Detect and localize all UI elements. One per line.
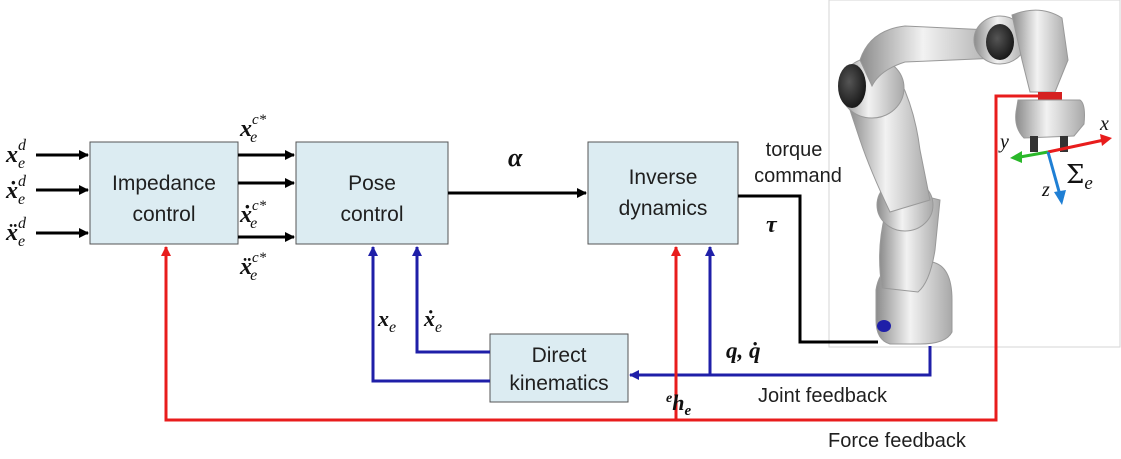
joint-feedback-lines <box>368 246 932 383</box>
force-feedback-label: Force feedback <box>828 430 967 452</box>
svg-text:ẋc*e: ẋc*e <box>239 198 267 232</box>
svg-text:xc*e: xc*e <box>239 112 267 146</box>
inverse-dynamics-block: Inverse dynamics <box>587 141 739 245</box>
inverse-label-line1: Inverse <box>629 166 698 189</box>
xe-dot-feedback-label: ẋe <box>423 306 442 336</box>
forward-signals <box>36 150 878 344</box>
svg-text:ẍde: ẍde <box>5 215 27 250</box>
axis-z-label: z <box>1041 179 1050 201</box>
inverse-label-line2: dynamics <box>619 197 708 220</box>
axis-y-arrow <box>1019 150 1049 159</box>
torque-command-line2: command <box>754 165 842 187</box>
axis-x-label: x <box>1099 113 1109 135</box>
tau-signal-label: τ <box>766 212 778 238</box>
impedance-label-line2: control <box>132 203 195 226</box>
direct-kinematics-block: Direct kinematics <box>489 333 629 403</box>
impedance-label-line1: Impedance <box>112 172 216 195</box>
torque-command-line1: torque <box>766 139 823 161</box>
direct-label-line2: kinematics <box>509 372 608 395</box>
alpha-signal-label: α <box>508 143 523 172</box>
axis-x-arrow <box>1047 138 1105 154</box>
impedance-control-block: Impedance control <box>89 141 239 245</box>
pose-label-line1: Pose <box>348 172 396 195</box>
force-feedback-lines <box>161 94 1038 422</box>
svg-text:ẍc*e: ẍc*e <box>239 250 267 284</box>
pose-label-line2: control <box>340 203 403 226</box>
joint-feedback-label: Joint feedback <box>758 385 888 407</box>
axis-y-label: y <box>998 131 1009 153</box>
xe-feedback-label: xe <box>377 306 396 336</box>
svg-text:ẋde: ẋde <box>5 173 27 208</box>
commanded-signal-labels: xc*e ẋc*e ẍc*e <box>239 112 267 284</box>
he-label: ehe <box>666 390 691 419</box>
end-effector-frame: x y z Σe <box>998 113 1112 205</box>
pose-control-block: Pose control <box>295 141 449 245</box>
direct-label-line1: Direct <box>532 344 587 367</box>
axis-z-arrow <box>1046 151 1062 196</box>
svg-text:xde: xde <box>5 137 27 172</box>
q-qdot-label: q, q̇ <box>726 338 761 363</box>
robot-image <box>828 0 1121 348</box>
